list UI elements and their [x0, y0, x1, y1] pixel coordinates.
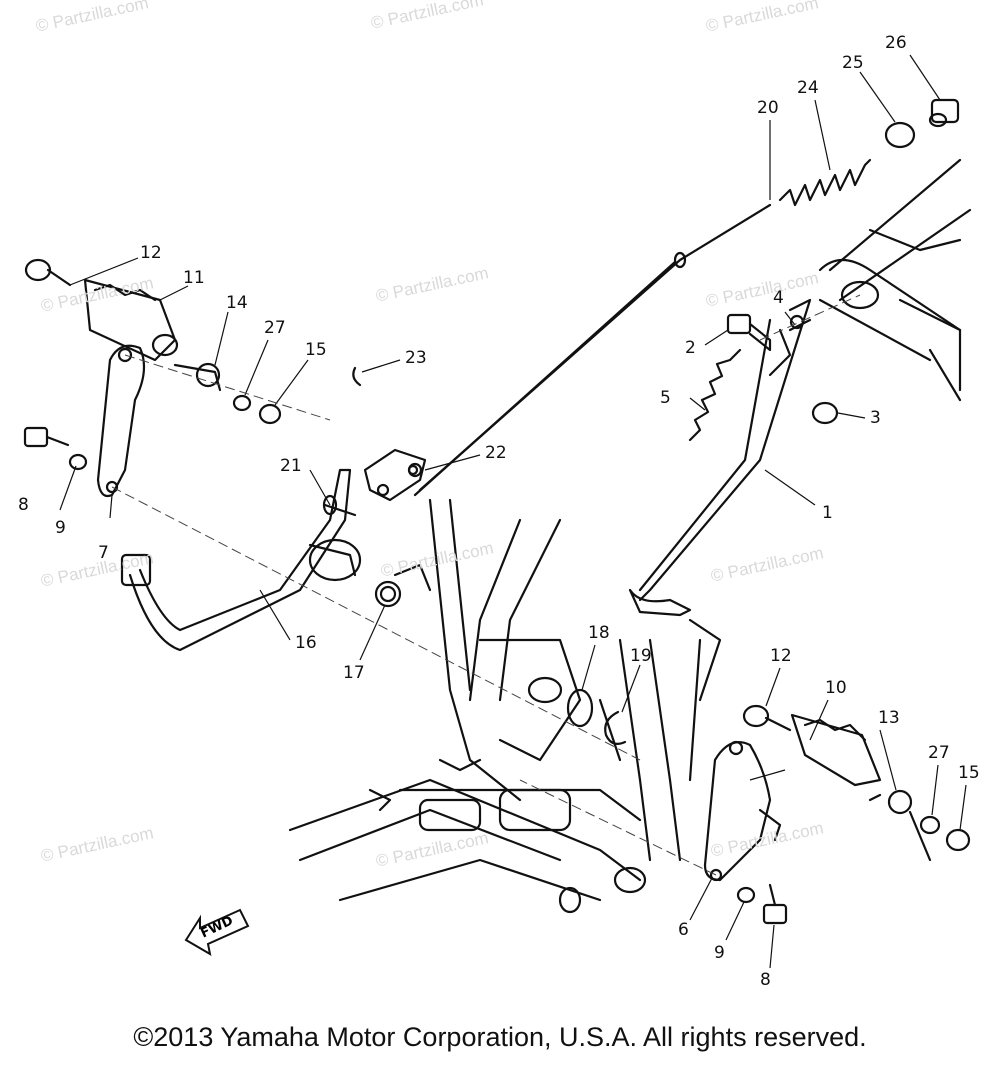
callout-9-right: 9 — [714, 943, 725, 963]
bolt-8-right — [762, 883, 788, 925]
callout-8: 8 — [18, 495, 29, 515]
callout-17: 17 — [343, 663, 365, 683]
callout-20: 20 — [757, 98, 779, 118]
callout-4: 4 — [773, 288, 784, 308]
bolt-2 — [726, 313, 772, 352]
callout-10: 10 — [825, 678, 847, 698]
callout-24: 24 — [797, 78, 819, 98]
callout-14: 14 — [226, 293, 248, 313]
callout-25: 25 — [842, 53, 864, 73]
callout-22: 22 — [485, 443, 507, 463]
bolt-8-left — [23, 426, 70, 448]
callout-12-right: 12 — [770, 646, 792, 666]
callout-15: 15 — [305, 340, 327, 360]
callout-19: 19 — [630, 646, 652, 666]
frame-structure — [288, 498, 722, 914]
rod-clevis — [352, 366, 427, 502]
pin-21 — [322, 494, 357, 517]
nut-15-right — [945, 828, 971, 852]
washer-18 — [566, 688, 594, 728]
alignment-lines — [111, 294, 861, 876]
nut-3 — [811, 401, 839, 425]
brake-rod — [413, 203, 772, 497]
bolt-12-left — [24, 258, 72, 287]
callout-12: 12 — [140, 243, 162, 263]
callout-5: 5 — [660, 388, 671, 408]
callout-23: 23 — [405, 348, 427, 368]
footrest-bracket-7 — [96, 344, 146, 498]
brake-rod-spring — [778, 158, 872, 207]
washer-9-right — [736, 886, 756, 904]
callout-8-right: 8 — [760, 970, 771, 990]
callout-15-right: 15 — [958, 763, 980, 783]
leader-lines — [59, 54, 967, 969]
callout-16: 16 — [295, 633, 317, 653]
side-stand — [628, 298, 812, 617]
callout-9: 9 — [55, 518, 66, 538]
callout-6: 6 — [678, 920, 689, 940]
washer-9-left — [68, 453, 88, 471]
right-footrest — [790, 713, 882, 787]
footrest-spring-14 — [173, 362, 222, 392]
return-spring-17 — [374, 563, 432, 608]
callout-27-left: 27 — [264, 318, 286, 338]
nut-26 — [928, 98, 960, 128]
callout-7: 7 — [98, 543, 109, 563]
washer-22 — [407, 462, 423, 478]
diagram-drawing — [23, 54, 972, 969]
nut-15-left — [258, 403, 282, 425]
brake-pedal — [120, 468, 362, 652]
collar-25 — [884, 121, 916, 149]
callout-11: 11 — [183, 268, 205, 288]
callout-2: 2 — [685, 338, 696, 358]
fwd-arrow-icon — [184, 908, 250, 956]
rear-frame-section — [818, 158, 972, 402]
footrest-spring-13 — [868, 789, 932, 862]
cotter-pin-4 — [788, 318, 812, 332]
callout-13: 13 — [878, 708, 900, 728]
footrest-bracket-6 — [703, 740, 782, 882]
callout-3: 3 — [870, 408, 881, 428]
callout-27-right: 27 — [928, 743, 950, 763]
callout-21: 21 — [280, 456, 302, 476]
callout-1: 1 — [822, 503, 833, 523]
washer-27-left — [232, 394, 252, 412]
copyright-notice: ©2013 Yamaha Motor Corporation, U.S.A. A… — [133, 1022, 867, 1052]
callout-18: 18 — [588, 623, 610, 643]
clip-19 — [604, 710, 627, 745]
bolt-12-right — [742, 704, 792, 732]
spring-5 — [688, 348, 742, 442]
left-footrest — [83, 278, 179, 362]
callout-26: 26 — [885, 33, 907, 53]
washer-27-right — [919, 815, 941, 835]
